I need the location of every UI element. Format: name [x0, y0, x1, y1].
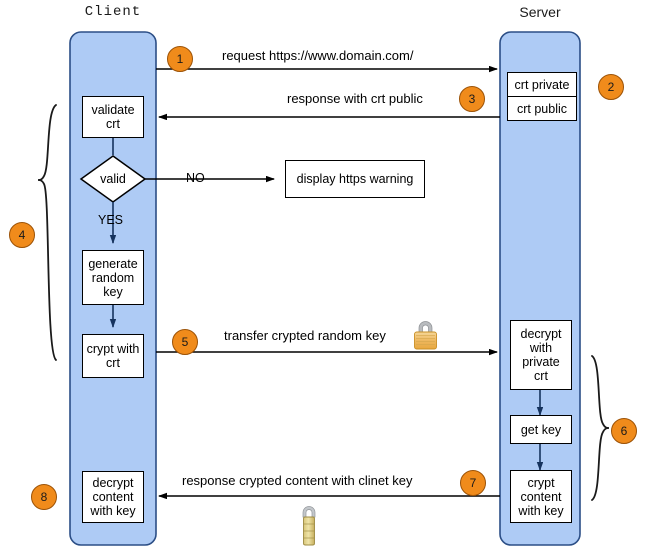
server-lane-title: Server — [519, 4, 561, 20]
message-response-content: response crypted content with clinet key — [182, 473, 413, 488]
message-response-crt: response with crt public — [287, 91, 423, 106]
branch-label-no: NO — [186, 171, 205, 185]
marker-4[interactable]: 4 — [9, 222, 35, 248]
marker-2[interactable]: 2 — [598, 74, 624, 100]
node-crt-public[interactable]: crt public — [507, 96, 577, 121]
node-get-key[interactable]: get key — [510, 415, 572, 444]
node-decrypt-with-private-crt[interactable]: decrypt with private crt — [510, 320, 572, 390]
node-crt-private[interactable]: crt private — [507, 72, 577, 97]
marker-6[interactable]: 6 — [611, 418, 637, 444]
padlock-icon-top — [414, 321, 437, 350]
marker-3[interactable]: 3 — [459, 86, 485, 112]
branch-label-yes: YES — [98, 213, 124, 227]
node-crypt-content-with-key[interactable]: crypt content with key — [510, 470, 572, 523]
node-valid-decision-label[interactable]: valid — [100, 172, 126, 186]
marker-1[interactable]: 1 — [167, 46, 193, 72]
marker-8[interactable]: 8 — [31, 484, 57, 510]
node-decrypt-content-with-key[interactable]: decrypt content with key — [82, 471, 144, 523]
marker-5[interactable]: 5 — [172, 329, 198, 355]
brace-4 — [37, 104, 57, 361]
combination-padlock-icon-bottom — [302, 506, 316, 546]
marker-7[interactable]: 7 — [460, 470, 486, 496]
node-validate-crt[interactable]: validate crt — [82, 96, 144, 138]
brace-6 — [591, 355, 610, 501]
message-transfer-key: transfer crypted random key — [224, 328, 386, 343]
node-generate-random-key[interactable]: generate random key — [82, 250, 144, 305]
client-lane-title: Client — [84, 4, 142, 20]
message-request: request https://www.domain.com/ — [222, 48, 414, 63]
node-crypt-with-crt[interactable]: crypt with crt — [82, 334, 144, 378]
node-display-https-warning[interactable]: display https warning — [285, 160, 425, 198]
